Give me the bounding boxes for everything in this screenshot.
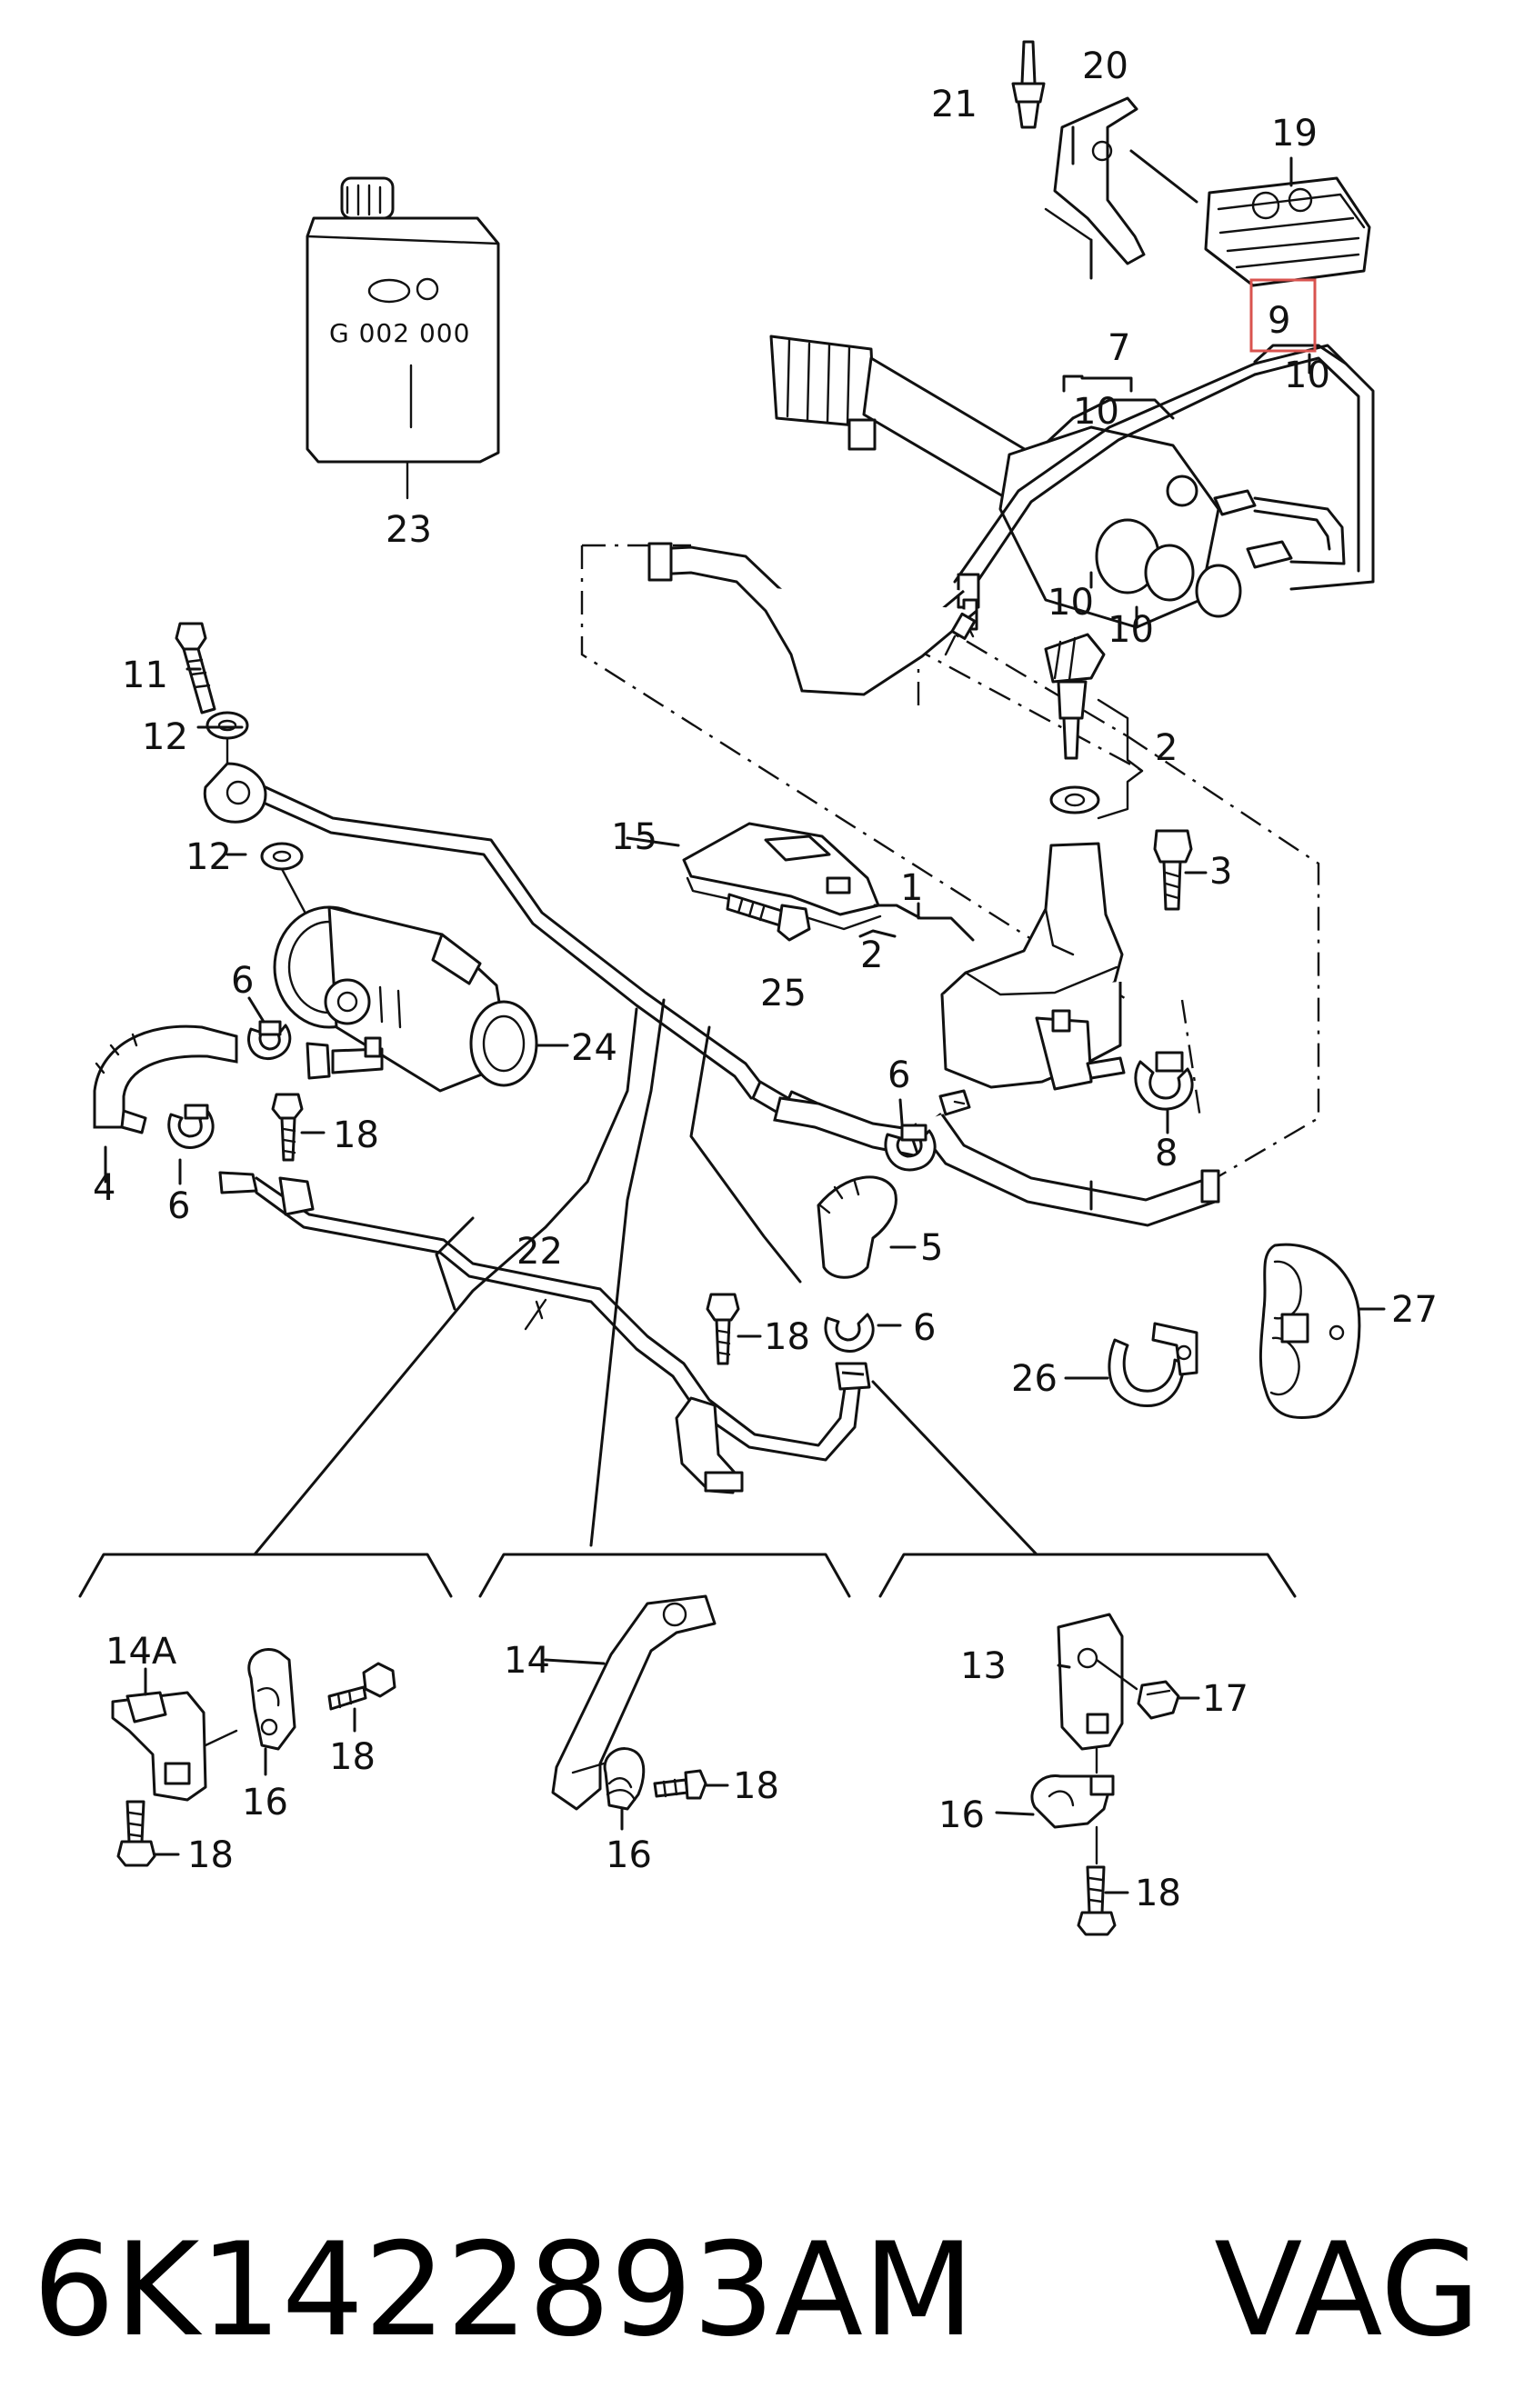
callout-14: 14 (504, 1640, 550, 1682)
callout-25: 25 (760, 973, 807, 1014)
callout-6-lower-left: 6 (167, 1185, 190, 1227)
callout-27: 27 (1391, 1289, 1438, 1331)
detail-13 (995, 1613, 1200, 1936)
return-line-22 (218, 1093, 871, 1494)
callout-2-cap: 2 (1155, 727, 1178, 769)
part-number: 6K1422893AM (33, 2215, 975, 2365)
pressure-line (175, 622, 818, 1126)
callout-19: 19 (1271, 113, 1318, 155)
callout-3: 3 (1209, 851, 1232, 893)
clamp-26 (1064, 1322, 1198, 1407)
callout-10-lower: 10 (1108, 609, 1154, 651)
callout-18-pump: 18 (333, 1114, 379, 1156)
callout-14a: 14A (105, 1631, 177, 1673)
callout-17: 17 (1202, 1678, 1248, 1720)
detail-leader-lines (78, 998, 1297, 1598)
callout-1: 1 (900, 867, 923, 909)
bracket-15 (626, 822, 882, 942)
callout-18-detail1-bottom: 18 (187, 1834, 234, 1876)
footer: 6K1422893AM VAG (0, 2218, 1524, 2363)
callout-5: 5 (920, 1227, 943, 1269)
callout-16-detail3: 16 (938, 1794, 985, 1836)
callout-11: 11 (122, 654, 168, 696)
callout-22: 22 (516, 1231, 563, 1273)
callout-13: 13 (960, 1645, 1007, 1687)
callout-18-detail3: 18 (1135, 1873, 1181, 1914)
bolt-3 (1153, 829, 1208, 911)
callout-6-reservoir-hose: 6 (887, 1054, 910, 1096)
callout-4: 4 (93, 1167, 115, 1209)
reservoir-cap-2 (1044, 633, 1144, 820)
return-hose-5 (706, 1096, 1220, 1365)
steering-rack-group (647, 335, 1375, 696)
callout-labels: 20 21 19 9 10 7 10 10 10 23 2 3 15 1 2 2… (93, 45, 1438, 1914)
reservoir-1 (929, 842, 1126, 1147)
callout-10-middle: 10 (1048, 582, 1094, 624)
callout-18-detail2: 18 (733, 1765, 779, 1807)
callout-16-detail1: 16 (242, 1782, 288, 1823)
callout-23: 23 (386, 509, 432, 551)
brand-name: VAG (1214, 2215, 1480, 2365)
detail-14a (111, 1648, 396, 1867)
detail-14 (544, 1594, 729, 1831)
callout-12-top: 12 (142, 716, 188, 758)
callout-6-pump: 6 (231, 960, 254, 1002)
highlight-box-part-9 (1249, 278, 1317, 353)
callout-18-center: 18 (764, 1316, 810, 1358)
callout-7: 7 (1108, 327, 1130, 369)
callout-26: 26 (1011, 1358, 1058, 1400)
callout-12-bottom: 12 (185, 836, 232, 878)
callout-18-detail1-right: 18 (329, 1736, 376, 1778)
callout-21: 21 (931, 84, 978, 125)
callout-8: 8 (1155, 1133, 1178, 1174)
clamp-27 (1258, 1243, 1386, 1420)
callout-6-center: 6 (913, 1307, 936, 1349)
can-label: G 002 000 (329, 318, 470, 348)
callout-9: 9 (1268, 300, 1290, 342)
callout-leaders (185, 125, 1348, 1211)
pump-24 (273, 905, 569, 1093)
suction-hose-4 (93, 996, 292, 1185)
oil-can-23: G 002 000 (306, 176, 500, 500)
callout-10-top-right: 10 (1284, 355, 1330, 396)
group-outline-lines (580, 544, 1320, 1184)
callout-15: 15 (611, 816, 657, 858)
callout-16-detail2: 16 (606, 1834, 652, 1876)
callout-24: 24 (571, 1027, 617, 1069)
callout-10-upper-left: 10 (1073, 391, 1119, 433)
cooler-bracket-group (1011, 40, 1371, 287)
callout-2-reservoir: 2 (860, 934, 883, 976)
callout-20: 20 (1082, 45, 1128, 87)
clamp-8 (1134, 1051, 1194, 1134)
